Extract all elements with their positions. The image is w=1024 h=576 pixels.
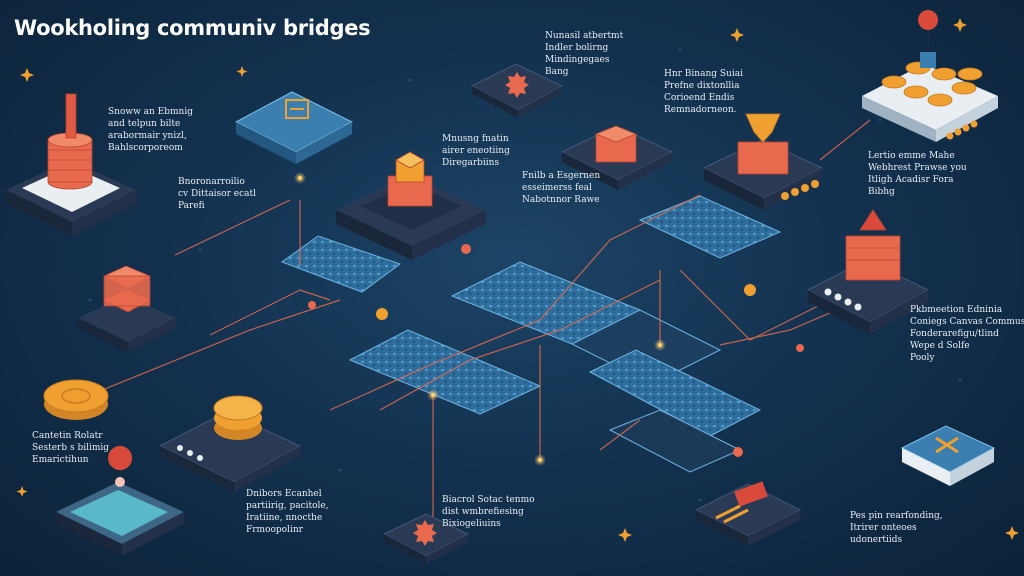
cross-icon <box>935 436 959 454</box>
platform-gear-top <box>470 63 564 118</box>
gear-icon <box>376 308 388 320</box>
star-icon <box>1005 526 1019 540</box>
marker-pin-icon <box>918 10 939 70</box>
platform-cubes-left <box>78 265 176 352</box>
cube-stack-icon <box>47 93 93 190</box>
coin-icon <box>881 61 983 107</box>
platform-coins <box>862 10 998 142</box>
cube-stack-icon <box>737 113 789 175</box>
small-gears <box>308 244 804 457</box>
gear-icon <box>744 284 756 296</box>
page-title: Wookholing communiv bridges <box>14 16 371 40</box>
platform-device <box>158 395 302 492</box>
platform-diamond <box>702 113 824 210</box>
star-icon <box>20 68 34 82</box>
marker-pin-icon <box>108 446 133 512</box>
platform-tower-center <box>336 151 486 260</box>
cube-stack-icon <box>387 151 433 207</box>
coin-icon <box>213 395 263 440</box>
gear-icon <box>505 72 529 98</box>
gear-icon <box>796 344 804 352</box>
chip-icon <box>285 99 309 119</box>
stars <box>16 18 1019 542</box>
star-icon <box>236 66 248 77</box>
gear-icon <box>413 520 437 546</box>
platform-square <box>560 125 674 190</box>
star-icon <box>730 28 744 42</box>
star-icon <box>953 18 967 32</box>
star-icon <box>618 528 632 542</box>
star-icon <box>16 486 28 497</box>
platform-gear-bottom <box>382 513 470 564</box>
glow-nodes <box>294 172 666 466</box>
platform-cross <box>900 425 996 486</box>
platform-tower-left <box>6 93 136 236</box>
cube-stack-icon <box>845 209 901 281</box>
platform-pencils <box>694 481 802 546</box>
cube-stack-icon <box>594 125 638 163</box>
platform-chip <box>234 91 354 164</box>
platform-tower-right <box>806 209 930 334</box>
gear-icon <box>461 244 471 254</box>
cube-stack-icon <box>103 265 151 313</box>
central-bridge <box>280 195 782 473</box>
coin-icon <box>43 379 109 420</box>
gear-icon <box>733 447 743 457</box>
pencil-icon <box>715 504 749 524</box>
background-dots <box>88 48 962 502</box>
platform-coin-left <box>43 379 109 420</box>
platform-marker <box>56 446 184 556</box>
gear-icon <box>308 301 316 309</box>
